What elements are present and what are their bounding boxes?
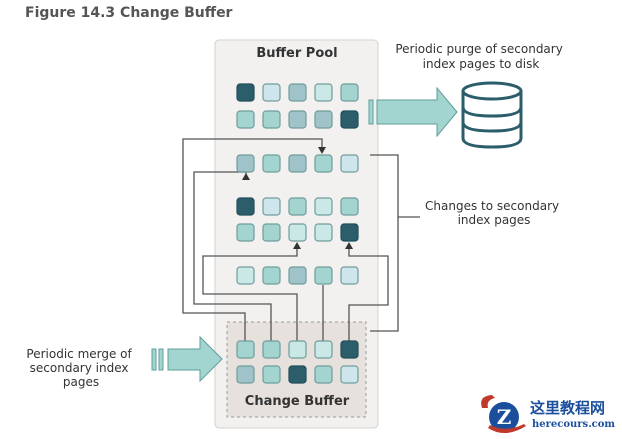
merge-label-line-2: secondary index	[30, 361, 129, 375]
buffer-pool-page-r3-c4	[340, 197, 359, 216]
buffer-pool-page-r3-c1	[262, 197, 281, 216]
buffer-pool-page-r4-c0	[236, 223, 255, 242]
change-buffer-page-r0-c0	[236, 340, 255, 359]
change-buffer-label: Change Buffer	[245, 394, 350, 409]
disk-database-icon	[461, 81, 523, 149]
buffer-pool-page-r1-c4	[340, 110, 359, 129]
change-buffer-page-r0-c4	[340, 340, 359, 359]
buffer-pool-page-r5-c0	[236, 266, 255, 285]
watermark-logo: Z	[481, 395, 526, 434]
buffer-pool-page-r2-c4	[340, 154, 359, 173]
change-buffer-page-r0-c1	[262, 340, 281, 359]
watermark-swoosh	[481, 395, 495, 408]
arrowhead-down-row2-col3	[318, 147, 326, 154]
watermark-z-letter: Z	[497, 405, 512, 429]
buffer-pool-page-r5-c2	[288, 266, 307, 285]
buffer-pool-page-r1-c1	[262, 110, 281, 129]
changes-bracket	[370, 154, 399, 332]
merge-line-1	[182, 138, 323, 341]
merge-label: Periodic merge of secondary index pages	[26, 347, 135, 389]
purge-arrow-stripe	[368, 99, 374, 125]
watermark-swoosh-bottom	[488, 424, 526, 434]
purge-arrow-body	[376, 86, 458, 138]
merge-arrow-body	[167, 335, 223, 383]
changes-label: Changes to secondary index pages	[425, 199, 563, 227]
change-buffer-page-r1-c1	[262, 365, 281, 384]
buffer-pool-label: Buffer Pool	[256, 46, 337, 61]
purge-label-line-2: index pages to disk	[423, 57, 540, 71]
changes-label-line-2: index pages	[458, 213, 531, 227]
buffer-pool-page-r2-c2	[288, 154, 307, 173]
change-buffer-page-r1-c0	[236, 365, 255, 384]
purge-arrow	[368, 86, 458, 138]
buffer-pool-page-r4-c2	[288, 223, 307, 242]
buffer-pool-page-r4-c4	[340, 223, 359, 242]
change-buffer-pages	[236, 340, 359, 384]
change-buffer-page-r0-c2	[288, 340, 307, 359]
buffer-pool-page-r0-c3	[314, 83, 333, 102]
purge-label: Periodic purge of secondary index pages …	[395, 42, 566, 71]
merge-arrow	[151, 335, 223, 383]
buffer-pool-page-r2-c3	[314, 154, 333, 173]
watermark-text-en: herecours.com	[532, 419, 616, 430]
change-buffer-page-r1-c3	[314, 365, 333, 384]
buffer-pool-page-r1-c0	[236, 110, 255, 129]
purge-label-line-1: Periodic purge of secondary	[395, 42, 563, 56]
changes-label-line-1: Changes to secondary	[425, 199, 559, 213]
buffer-pool-page-r2-c1	[262, 154, 281, 173]
arrowhead-up-row4-col4	[345, 242, 353, 249]
buffer-pool-page-r3-c2	[288, 197, 307, 216]
merge-line-5	[348, 247, 389, 341]
buffer-pool-pages	[236, 83, 359, 285]
merge-arrow-stripe-2	[158, 348, 164, 371]
merge-line-3	[202, 247, 298, 341]
arrowhead-up-row4-col2	[293, 242, 301, 249]
buffer-pool-page-r0-c0	[236, 83, 255, 102]
buffer-pool-page-r4-c1	[262, 223, 281, 242]
change-buffer-page-r0-c3	[314, 340, 333, 359]
merge-label-line-3: pages	[63, 375, 99, 389]
buffer-pool-page-r0-c1	[262, 83, 281, 102]
buffer-pool-page-r1-c2	[288, 110, 307, 129]
buffer-pool-page-r5-c1	[262, 266, 281, 285]
buffer-pool-page-r4-c3	[314, 223, 333, 242]
buffer-pool-page-r2-c0	[236, 154, 255, 173]
buffer-pool-page-r5-c3	[314, 266, 333, 285]
buffer-pool-page-r5-c4	[340, 266, 359, 285]
buffer-pool-page-r0-c4	[340, 83, 359, 102]
watermark-text-cn: 这里教程网	[530, 399, 606, 417]
buffer-pool-page-r3-c3	[314, 197, 333, 216]
change-buffer-page-r1-c2	[288, 365, 307, 384]
figure-title: Figure 14.3 Change Buffer	[25, 5, 233, 21]
watermark-z-circle	[489, 402, 519, 432]
change-buffer-page-r1-c4	[340, 365, 359, 384]
merge-arrow-stripe-1	[151, 348, 157, 371]
buffer-pool-page-r0-c2	[288, 83, 307, 102]
merge-label-line-1: Periodic merge of	[26, 347, 132, 361]
buffer-pool-page-r1-c3	[314, 110, 333, 129]
arrowhead-up-row2-col0	[242, 173, 250, 180]
buffer-pool-page-r3-c0	[236, 197, 255, 216]
